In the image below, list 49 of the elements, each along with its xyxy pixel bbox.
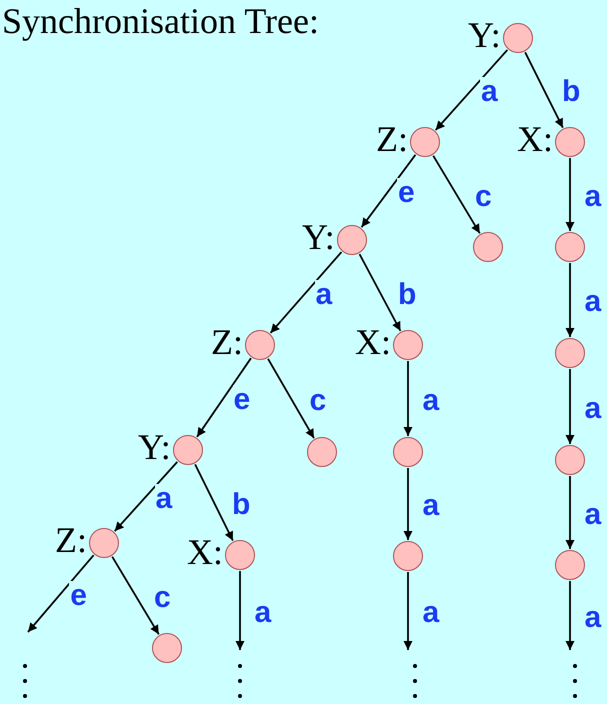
arrow	[114, 461, 178, 532]
node-label: X:	[187, 534, 223, 570]
circle-node	[410, 127, 440, 157]
node-label: Y:	[302, 219, 335, 255]
arrow	[566, 369, 574, 444]
circle-node	[503, 23, 533, 53]
circle-node	[89, 528, 119, 558]
diagram-title: Synchronisation Tree:	[2, 2, 320, 42]
arrow	[360, 154, 416, 228]
arrow	[194, 464, 234, 542]
circle-node	[393, 437, 423, 467]
circle-node	[225, 540, 255, 570]
arrow	[196, 358, 252, 438]
circle-node	[173, 435, 203, 465]
arrow	[404, 468, 412, 540]
node-label: Y:	[138, 429, 171, 465]
arrow	[27, 554, 94, 633]
arrow	[435, 49, 508, 131]
circle-node	[307, 437, 337, 467]
circle-node	[245, 330, 275, 360]
circle-node	[473, 232, 503, 262]
arrow	[566, 476, 574, 549]
circle-node	[337, 225, 367, 255]
arrow	[566, 158, 574, 231]
node-label: X:	[517, 121, 553, 157]
node-label: Y:	[468, 17, 501, 53]
circle-node	[152, 633, 182, 663]
arrow	[358, 254, 402, 332]
node-label: Z:	[376, 121, 408, 157]
circle-node	[555, 127, 585, 157]
arrow	[404, 572, 412, 650]
arrow	[566, 263, 574, 337]
arrow	[111, 556, 160, 635]
arrow	[267, 358, 315, 439]
circle-node	[555, 338, 585, 368]
arrow	[524, 52, 564, 128]
arrow	[432, 155, 481, 234]
arrow	[404, 361, 412, 436]
circle-node	[393, 541, 423, 571]
circle-node	[555, 232, 585, 262]
node-label: X:	[355, 324, 391, 360]
circle-node	[555, 550, 585, 580]
arrow	[566, 581, 574, 650]
circle-node	[393, 330, 423, 360]
arrow	[270, 251, 342, 334]
node-label: Z:	[211, 324, 243, 360]
circle-node	[555, 445, 585, 475]
node-label: Z:	[55, 522, 87, 558]
arrow	[236, 571, 244, 650]
